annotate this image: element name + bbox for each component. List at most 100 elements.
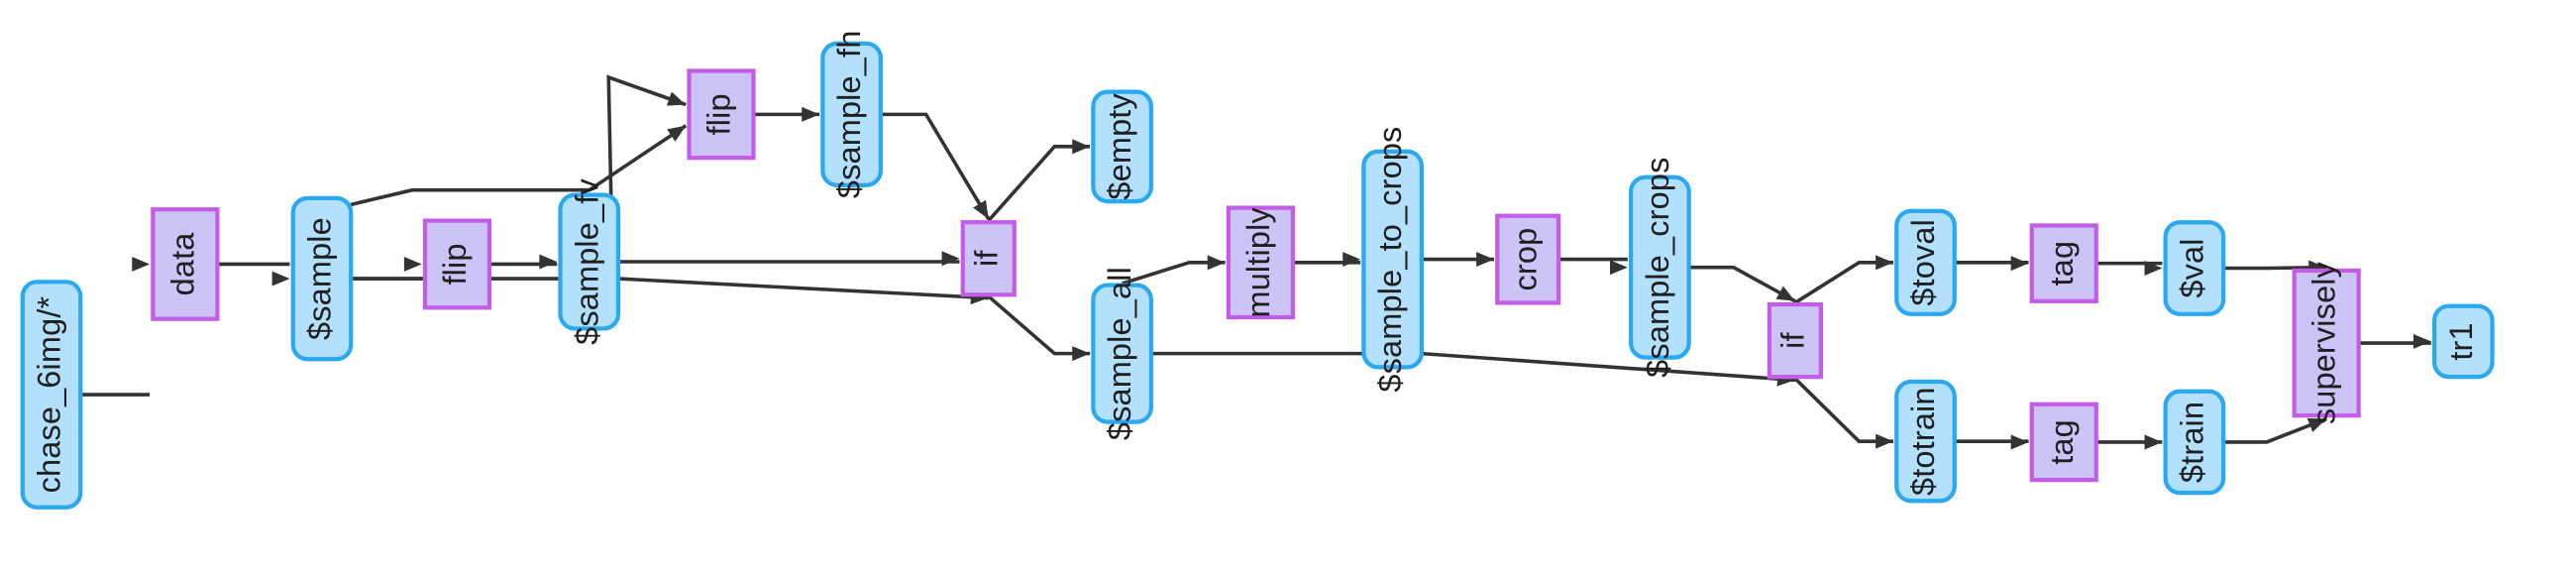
- arrowhead-sample_crops-to-if2: [1775, 286, 1795, 301]
- node-box-sample_fh[interactable]: [820, 41, 883, 187]
- node-box-data[interactable]: [151, 207, 220, 321]
- node-label-flip_v: flip: [437, 243, 473, 285]
- node-supervisely[interactable]: supervisely: [2292, 261, 2361, 424]
- node-label-sample: $sample: [302, 217, 338, 340]
- node-box-toval[interactable]: [1894, 208, 1957, 316]
- edge-sample_crops-to-if2: [1688, 265, 1796, 303]
- node-box-sample[interactable]: [290, 195, 354, 362]
- node-multiply[interactable]: multiply: [1226, 205, 1295, 320]
- node-label-train: $train: [2174, 402, 2209, 483]
- arrowhead-tag_val-to-val: [2144, 261, 2163, 276]
- node-box-multiply[interactable]: [1226, 205, 1295, 320]
- arrowhead-if2-to-toval: [1876, 255, 1893, 271]
- node-label-toval: $toval: [1905, 219, 1941, 306]
- node-sample_all[interactable]: $sample_all: [1091, 267, 1153, 440]
- node-box-sample_to_crops[interactable]: [1361, 149, 1424, 370]
- node-tag_val[interactable]: tag: [2029, 223, 2098, 303]
- arrowhead-supervisely-to-tr1: [2413, 333, 2431, 349]
- node-chase[interactable]: chase_6img/*: [20, 280, 83, 510]
- node-tag_train[interactable]: tag: [2029, 402, 2098, 483]
- arrowhead-flip_v-to-sample_fv: [539, 254, 558, 270]
- node-label-sample_fh: $sample_fh: [831, 31, 867, 199]
- node-label-empty: $empty: [1102, 93, 1137, 200]
- edge-sample_fh-to-if1: [880, 112, 991, 220]
- node-sample_crops[interactable]: $sample_crops: [1629, 158, 1691, 378]
- node-box-val[interactable]: [2163, 220, 2226, 316]
- arrowhead-multiply-to-sample_to_crops: [1342, 252, 1361, 268]
- node-box-train[interactable]: [2163, 389, 2226, 496]
- edge-train-to-supervisely: [2223, 416, 2327, 444]
- node-data[interactable]: data: [151, 207, 220, 321]
- node-box-chase[interactable]: [20, 280, 83, 510]
- node-box-sample_crops[interactable]: [1629, 174, 1691, 360]
- node-totrain[interactable]: $totrain: [1894, 379, 1957, 504]
- node-box-sample_all[interactable]: [1091, 283, 1153, 424]
- node-val[interactable]: $val: [2163, 220, 2226, 316]
- arrowhead-totrain-to-tag_train: [2010, 434, 2029, 450]
- arrowhead-flip_h-to-sample_fh: [802, 106, 820, 122]
- node-label-data: data: [164, 232, 200, 296]
- node-box-tag_train[interactable]: [2029, 402, 2098, 483]
- edge-val-to-supervisely: [2223, 265, 2327, 271]
- arrowhead-sample_all-to-multiply: [1207, 255, 1226, 271]
- node-flip_v[interactable]: flip: [422, 218, 492, 310]
- node-box-tag_val[interactable]: [2029, 223, 2098, 303]
- node-label-supervisely: supervisely: [2307, 261, 2342, 424]
- arrowhead-if1-to-empty: [1072, 139, 1091, 155]
- node-crop[interactable]: crop: [1495, 213, 1561, 305]
- node-box-if1[interactable]: [960, 220, 1017, 297]
- node-tr1[interactable]: tr1: [2431, 303, 2495, 380]
- arrowhead-crop-to-sample_crops: [1610, 260, 1628, 276]
- node-label-flip_h: flip: [701, 93, 737, 135]
- arrowhead-toval-to-tag_val: [2010, 256, 2029, 272]
- node-label-totrain: $totrain: [1905, 387, 1941, 496]
- node-if1[interactable]: if: [960, 220, 1017, 297]
- node-toval[interactable]: $toval: [1894, 208, 1957, 316]
- arrowhead-sample-to-flip_h: [667, 125, 687, 142]
- node-sample[interactable]: $sample: [290, 195, 354, 362]
- node-label-sample_all: $sample_all: [1102, 267, 1137, 440]
- node-label-multiply: multiply: [1240, 207, 1276, 318]
- edge-sample_all-to-if2: [1150, 351, 1796, 383]
- arrowhead-tag_train-to-train: [2144, 434, 2163, 450]
- node-box-flip_v[interactable]: [422, 218, 492, 310]
- node-label-sample_crops: $sample_crops: [1640, 158, 1675, 378]
- node-label-tr1: tr1: [2443, 322, 2479, 360]
- node-box-flip_h[interactable]: [687, 68, 756, 161]
- arrowhead-if1-to-sample_all: [1072, 346, 1091, 362]
- node-box-sample_fv[interactable]: [558, 192, 621, 331]
- arrowhead-sample_to_crops-to-crop: [1476, 252, 1494, 268]
- node-label-sample_to_crops: $sample_to_crops: [1372, 127, 1408, 393]
- edge-if1-to-sample_all: [987, 294, 1091, 356]
- arrowhead-chase-to-data: [132, 256, 151, 272]
- node-box-totrain[interactable]: [1894, 379, 1957, 504]
- node-sample_to_crops[interactable]: $sample_to_crops: [1361, 127, 1424, 393]
- node-label-tag_train: tag: [2044, 419, 2080, 465]
- node-label-crop: crop: [1508, 228, 1544, 291]
- node-label-if1: if: [968, 250, 1004, 267]
- arrowhead-sample_fh-to-if1: [973, 199, 989, 219]
- edge-if1-to-empty: [987, 145, 1091, 222]
- node-box-crop[interactable]: [1495, 213, 1561, 305]
- node-box-tr1[interactable]: [2431, 303, 2495, 380]
- node-flip_h[interactable]: flip: [687, 68, 756, 161]
- edge-sample-to-flip_h: [350, 124, 688, 207]
- arrowhead-sample_fv-to-flip_h: [666, 91, 687, 106]
- node-label-sample_fv: $sample_fv: [569, 178, 604, 345]
- edge-if2-to-totrain: [1793, 377, 1893, 443]
- node-label-if2: if: [1774, 332, 1810, 349]
- node-train[interactable]: $train: [2163, 389, 2226, 496]
- nodes-layer: chase_6img/* data $sample flip $sample_fv fli…: [20, 31, 2495, 510]
- edge-sample_fv-to-flip_h: [606, 74, 687, 234]
- node-box-supervisely[interactable]: [2292, 268, 2361, 418]
- node-box-if2[interactable]: [1767, 301, 1823, 380]
- arrowhead-train-to-supervisely: [2307, 417, 2327, 432]
- node-box-empty[interactable]: [1091, 89, 1153, 204]
- node-if2[interactable]: if: [1767, 301, 1823, 380]
- node-sample_fh[interactable]: $sample_fh: [820, 31, 883, 199]
- arrowhead-sample-to-flip_v: [403, 256, 422, 272]
- node-empty[interactable]: $empty: [1091, 89, 1153, 204]
- node-sample_fv[interactable]: $sample_fv: [558, 178, 621, 345]
